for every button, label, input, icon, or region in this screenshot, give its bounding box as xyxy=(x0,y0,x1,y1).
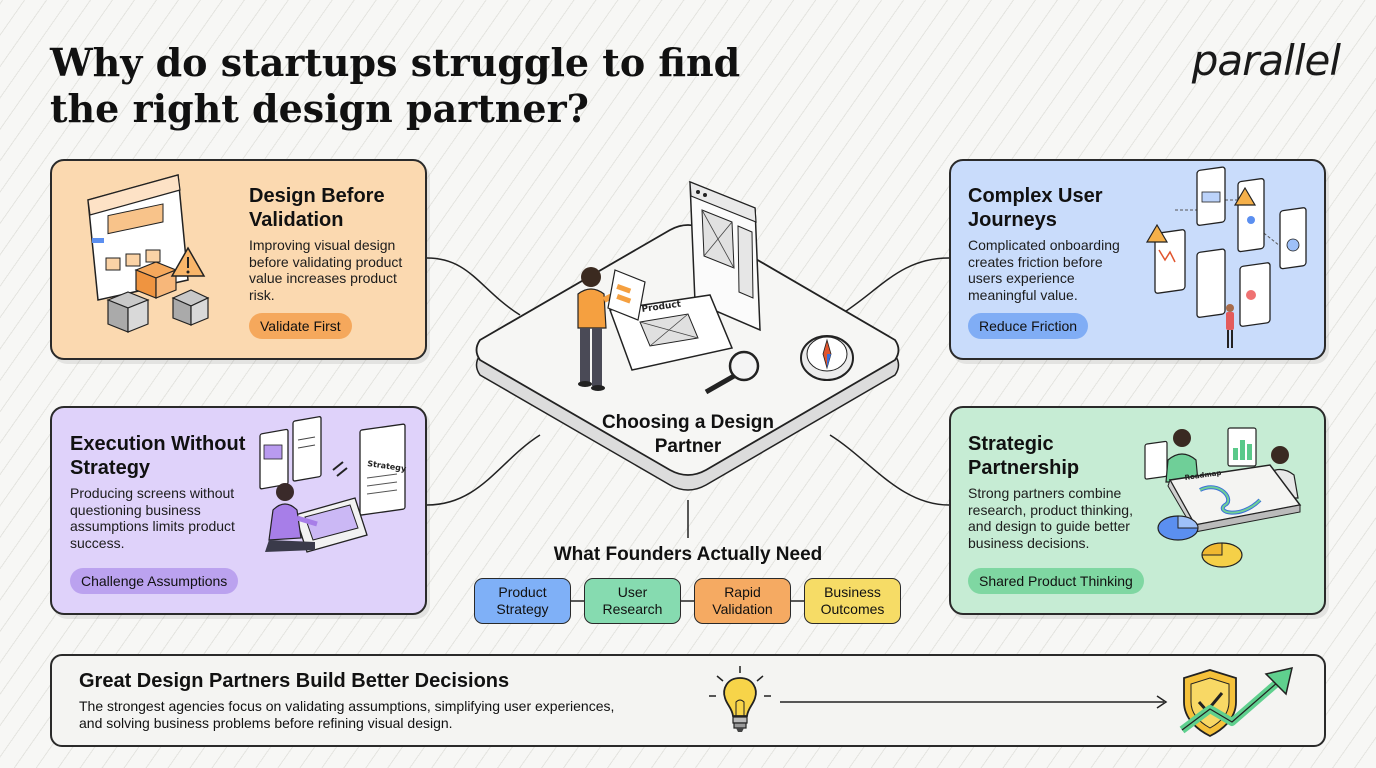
card-title-strategic-partnership: Strategic Partnership xyxy=(968,433,1080,479)
badge-reduce-friction: Reduce Friction xyxy=(968,313,1089,339)
need-user-research-line2: Research xyxy=(602,601,663,617)
need-product-strategy-line1: Product xyxy=(498,584,547,600)
badge-shared-product-thinking: Shared Product Thinking xyxy=(968,568,1144,594)
need-product-strategy-line2: Strategy xyxy=(496,601,549,617)
needs-title: What Founders Actually Need xyxy=(553,544,823,565)
wireframe-boxes-icon xyxy=(87,174,210,333)
arrow-icon xyxy=(780,695,1168,709)
page-title: Why do startups struggle to find the rig… xyxy=(50,40,741,131)
need-rapid-validation-line1: Rapid xyxy=(724,584,761,600)
card-desc-complex-user-journeys: Complicated onboarding creates friction … xyxy=(968,237,1120,303)
user-journey-flow-icon xyxy=(1145,166,1307,348)
card-title-execution-without-strategy: Execution Without Strategy xyxy=(70,433,246,479)
lightbulb-icon xyxy=(709,666,771,732)
conclusion-description: The strongest agencies focus on validati… xyxy=(79,698,615,731)
center-label: Choosing a Design Partner xyxy=(601,412,775,457)
conclusion-title: Great Design Partners Build Better Decis… xyxy=(79,670,510,692)
card-title-design-before-validation: Design Before Validation xyxy=(249,185,385,231)
partnership-collaboration-icon: Roadmap xyxy=(1144,427,1302,568)
card-title-complex-user-journeys: Complex User Journeys xyxy=(968,185,1103,231)
card-desc-design-before-validation: Improving visual design before validatin… xyxy=(249,237,403,303)
designer-desk-strategy-icon: Strategy xyxy=(259,416,407,553)
choosing-partner-platform-illustration: Product xyxy=(475,180,900,491)
parallel-logo: parallel xyxy=(1191,36,1341,85)
card-desc-strategic-partnership: Strong partners combine research, produc… xyxy=(968,485,1133,551)
shield-growth-icon xyxy=(1179,666,1294,738)
badge-challenge-assumptions: Challenge Assumptions xyxy=(70,568,239,594)
need-business-outcomes-line2: Outcomes xyxy=(820,601,885,617)
conclusion-banner xyxy=(50,654,1326,747)
need-user-research-line1: User xyxy=(617,584,648,600)
need-rapid-validation-line2: Validation xyxy=(712,601,773,617)
badge-validate-first: Validate First xyxy=(249,313,352,339)
card-desc-execution-without-strategy: Producing screens without questioning bu… xyxy=(70,485,235,551)
need-business-outcomes-line1: Business xyxy=(824,584,881,600)
